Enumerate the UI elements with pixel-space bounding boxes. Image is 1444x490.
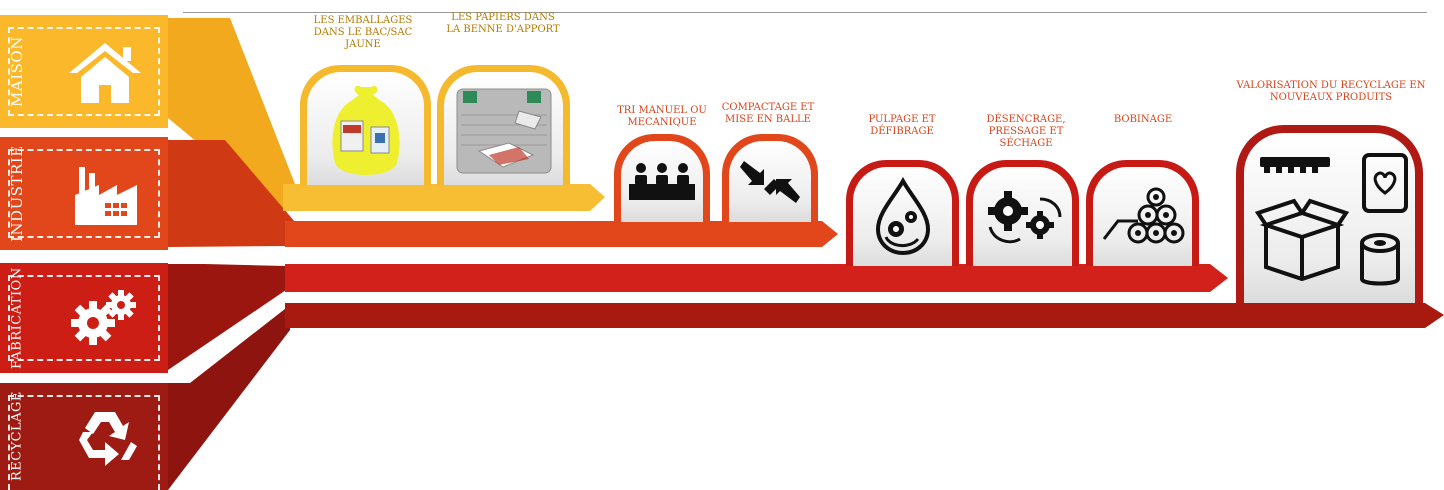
step-label: VALORISATION DU RECYCLAGE EN NOUVEAUX PR… [1236, 80, 1426, 103]
new-products-icon [1254, 153, 1408, 286]
industrie-connector [168, 140, 295, 247]
step-label: BOBINAGE [1113, 114, 1173, 125]
fabrication-connector [168, 264, 286, 370]
paper-rolls-icon [1102, 187, 1184, 243]
dashed-frame [8, 395, 160, 490]
arrow-orange [285, 221, 838, 247]
top-rule [183, 12, 1427, 13]
recycle-icon [50, 383, 160, 490]
gears-cycle-icon [987, 190, 1061, 243]
category-maison: MAISON [0, 15, 168, 128]
maison-connector [168, 18, 295, 215]
category-recyclage: RECYCLAGE [0, 383, 168, 490]
recyclage-connector [168, 305, 290, 490]
step-arch [1086, 160, 1199, 266]
step-label: LES EMBALLAGES DANS LE BAC/SAC JAUNE [313, 15, 413, 50]
dashed-frame [8, 27, 160, 116]
step-label: PULPAGE ET DÉFIBRAGE [868, 114, 936, 137]
step-label: TRI MANUEL OU MECANIQUE [617, 105, 707, 128]
paper-bin-icon [456, 88, 551, 173]
step-label: COMPACTAGE ET MISE EN BALLE [721, 102, 815, 125]
arrow-dark [285, 303, 1444, 328]
dashed-frame [8, 275, 160, 361]
gears-icon [50, 263, 160, 373]
category-label: RECYCLAGE [9, 391, 25, 482]
arrow-gold [283, 184, 605, 211]
step-label: LES PAPIERS DANS LA BENNE D'APPORT [446, 12, 560, 35]
yellow-bag-icon [331, 85, 400, 175]
sorting-workers-icon [629, 162, 695, 200]
step-arch [1236, 125, 1423, 303]
step-label: DÉSENCRAGE, PRESSAGE ET SÉCHAGE [986, 114, 1066, 149]
arrow-red [285, 264, 1228, 292]
pulp-drop-gears-icon [875, 176, 930, 255]
step-arch [614, 134, 710, 222]
category-label: FABRICATION [9, 267, 25, 369]
category-label: MAISON [8, 36, 26, 107]
step-arch [722, 134, 818, 222]
factory-icon [50, 137, 160, 250]
compaction-arrows-icon [740, 160, 800, 203]
step-arch [966, 160, 1079, 266]
step-arch [846, 160, 959, 266]
category-label: INDUSTRIE [8, 145, 26, 242]
step-arch [300, 65, 431, 185]
category-industrie: INDUSTRIE [0, 137, 168, 250]
dashed-frame [8, 149, 160, 238]
step-arch [437, 65, 570, 185]
category-fabrication: FABRICATION [0, 263, 168, 373]
house-icon [50, 15, 160, 128]
